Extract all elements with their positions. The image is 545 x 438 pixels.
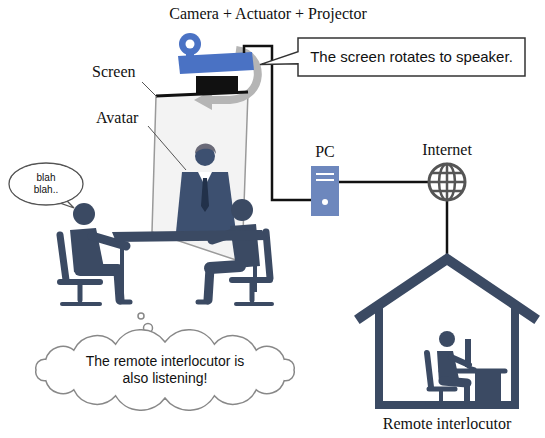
remote-house-shape bbox=[475, 371, 501, 401]
control-wire bbox=[244, 46, 272, 95]
remote-house-shape bbox=[464, 383, 470, 401]
actuator bbox=[156, 92, 248, 96]
node-text: The remote interlocutor is also listenin… bbox=[80, 353, 250, 387]
internet-globe-shape bbox=[415, 164, 465, 206]
pc-tower-shape bbox=[322, 199, 328, 205]
internet-globe-shape bbox=[429, 164, 465, 200]
connector-line bbox=[272, 95, 305, 200]
part-label: Avatar bbox=[96, 108, 138, 127]
pc-tower-shape bbox=[316, 179, 334, 181]
remote-house-shape bbox=[355, 255, 539, 433]
table bbox=[253, 240, 257, 292]
table bbox=[112, 230, 268, 242]
pc-tower-shape bbox=[316, 173, 334, 175]
camera bbox=[186, 40, 195, 49]
remote-house-shape bbox=[451, 357, 469, 365]
node-text: blah blah.. bbox=[26, 172, 66, 196]
speech-bubble-shape bbox=[10, 164, 82, 204]
remote-house-shape bbox=[361, 259, 533, 317]
thought-trail bbox=[138, 313, 144, 319]
avatar-figure bbox=[176, 144, 236, 233]
camera bbox=[179, 33, 201, 55]
remote-house-shape bbox=[427, 402, 455, 405]
avatar-figure bbox=[176, 172, 236, 232]
actuator bbox=[156, 76, 248, 96]
pc-tower-shape bbox=[339, 181, 345, 184]
leader-line bbox=[142, 82, 186, 170]
table bbox=[112, 230, 268, 300]
node-text: Remote interlocutor bbox=[383, 414, 511, 433]
thought-cloud: The remote interlocutor is also listenin… bbox=[30, 338, 300, 402]
internet-globe-shape bbox=[415, 181, 429, 184]
right-person bbox=[198, 199, 272, 304]
node-text: The screen rotates to speaker. bbox=[310, 48, 513, 66]
callout-box: The screen rotates to speaker. bbox=[298, 38, 525, 76]
left-person bbox=[118, 272, 120, 300]
left-person bbox=[60, 235, 66, 280]
part-label: Screen bbox=[92, 62, 136, 81]
avatar-figure bbox=[201, 178, 209, 212]
leader-line bbox=[142, 82, 157, 97]
remote-house-shape bbox=[379, 305, 515, 405]
left-person bbox=[120, 300, 130, 305]
connector-line bbox=[446, 206, 449, 255]
pc-tower-shape bbox=[305, 199, 311, 202]
remote-house: Remote interlocutor bbox=[355, 255, 539, 433]
node-text: PC bbox=[315, 142, 335, 161]
internet-globe-shape bbox=[431, 190, 462, 193]
left-person bbox=[80, 264, 118, 276]
avatar-figure bbox=[195, 144, 216, 155]
left-person bbox=[78, 284, 83, 300]
pc-tower: PC bbox=[305, 142, 345, 218]
left-person bbox=[60, 203, 130, 304]
left-person bbox=[73, 203, 95, 225]
table bbox=[120, 242, 124, 300]
internet-globe-shape bbox=[431, 172, 462, 175]
node-text: Camera + Actuator + Projector bbox=[169, 4, 367, 23]
right-person bbox=[231, 199, 253, 221]
right-person bbox=[198, 300, 208, 305]
thought-cloud-shape bbox=[36, 330, 295, 410]
right-person bbox=[208, 268, 210, 300]
remote-house-shape bbox=[427, 353, 431, 387]
internet-globe: Internet bbox=[415, 140, 479, 206]
speech-bubble: blah blah.. bbox=[8, 162, 84, 206]
leader-line bbox=[148, 126, 186, 170]
remote-house-shape bbox=[361, 259, 533, 405]
callout-box-shape bbox=[260, 38, 525, 76]
camera bbox=[179, 33, 201, 58]
remote-house-shape bbox=[439, 331, 455, 347]
remote-house-shape bbox=[439, 389, 443, 401]
pc-tower-shape bbox=[311, 166, 339, 216]
right-person bbox=[210, 266, 240, 268]
internet-globe-shape bbox=[429, 181, 465, 184]
remote-house-shape bbox=[443, 381, 467, 383]
connector-line bbox=[345, 181, 415, 184]
right-person bbox=[236, 302, 272, 306]
node-text: Internet bbox=[422, 140, 472, 159]
left-person bbox=[62, 302, 100, 306]
speech-bubble-shape bbox=[9, 163, 83, 205]
control-wire bbox=[244, 46, 272, 95]
